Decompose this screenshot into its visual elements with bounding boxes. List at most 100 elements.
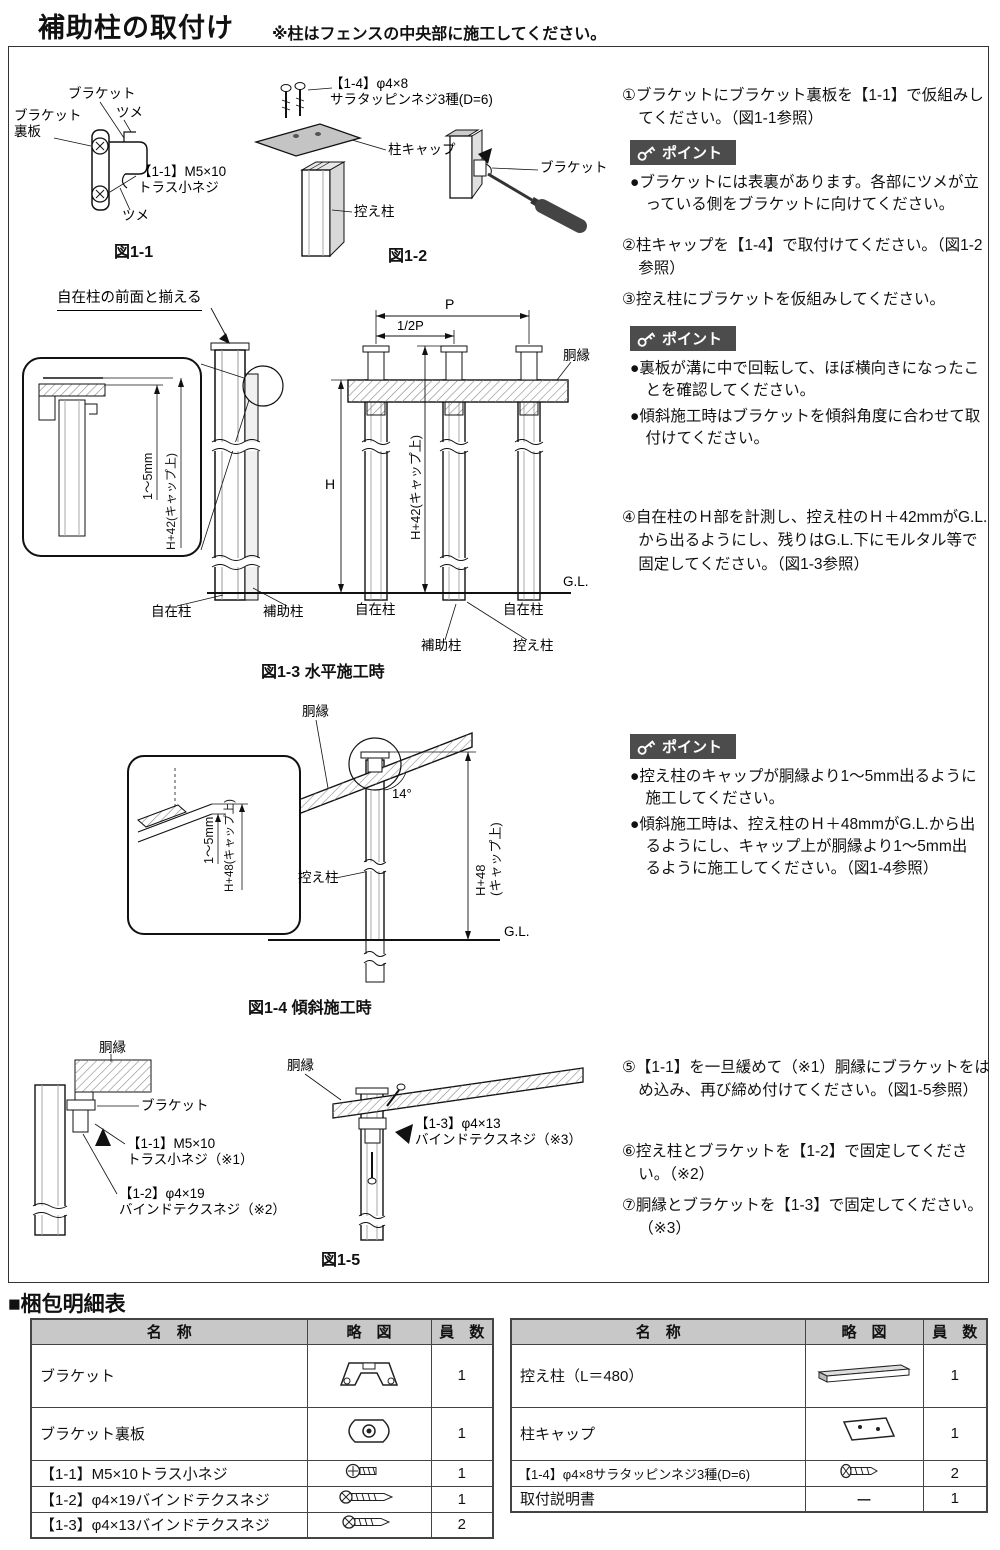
part-name: 取付説明書: [510, 1485, 806, 1513]
fig1-4-dim-h48-detail: H+48(キャップ上): [224, 799, 236, 892]
fig1-3-label-jizai-3: 自在柱: [503, 602, 544, 617]
table-row: 柱キャップ 1: [510, 1406, 988, 1461]
part-name: 柱キャップ: [510, 1406, 806, 1461]
part-qty: 1: [430, 1485, 494, 1513]
fig1-5-label-screw1: 【1-1】M5×10 トラス小ネジ（※1）: [127, 1136, 254, 1168]
packing-table-left: 名 称 略 図 員 数 ブラケット 1 ブラケット裏板 1 【1-1】M5×10…: [30, 1318, 494, 1539]
table-header-row: 名 称 略 図 員 数: [30, 1318, 494, 1345]
fig1-4-dim-h48: H+48 (キャップ上): [473, 822, 503, 896]
table-header-row: 名 称 略 図 員 数: [510, 1318, 988, 1345]
col-header-qty: 員 数: [922, 1318, 988, 1345]
point-item: ●控え柱のキャップが胴縁より1～5mm出るように施工してください。: [630, 768, 977, 807]
point-header-3: ポイント: [630, 734, 737, 759]
col-header-sketch: 略 図: [804, 1318, 924, 1345]
point-item: ●ブラケットには表裏があります。各部にツメが立っている側をブラケットに向けてくだ…: [630, 174, 979, 213]
part-qty: 1: [430, 1406, 494, 1461]
col-header-sketch: 略 図: [306, 1318, 432, 1345]
table-row: 【1-2】φ4×19バインドテクスネジ 1: [30, 1485, 494, 1513]
post-cap-sketch-icon: [804, 1406, 924, 1461]
point-item: ●傾斜施工時はブラケットを傾斜角度に合わせて取付けてください。: [630, 408, 981, 447]
stay-post-sketch-icon: [804, 1343, 924, 1408]
fig1-3-label-align-note: 自在柱の前面と揃える: [57, 290, 202, 311]
fig1-4-dim-gap: 1～5mm: [202, 816, 216, 864]
col-header-qty: 員 数: [430, 1318, 494, 1345]
key-icon: [637, 739, 656, 755]
col-header-name: 名 称: [510, 1318, 806, 1345]
tapping-screw-sketch-icon: [804, 1459, 924, 1487]
fig1-3-dim-h42-center: H+42(キャップ上): [408, 434, 423, 540]
fig1-5-label-screw2: 【1-2】φ4×19 バインドテクスネジ（※2）: [119, 1186, 286, 1218]
key-icon: [637, 145, 656, 161]
manual-sketch-dash: ー: [804, 1485, 924, 1513]
part-name: 【1-1】M5×10トラス小ネジ: [30, 1459, 308, 1487]
fig1-3-caption: 図1-3 水平施工時: [261, 664, 385, 681]
figure-1-3: 自在柱の前面と揃える P 1/2P 胴縁 H G.L. 1～5mm H+42(キ…: [15, 288, 615, 688]
part-name: 【1-3】φ4×13バインドテクスネジ: [30, 1511, 308, 1539]
table-row: ブラケット 1: [30, 1343, 494, 1408]
part-name: 【1-2】φ4×19バインドテクスネジ: [30, 1485, 308, 1513]
fig1-3-label-hojo-1: 補助柱: [263, 604, 304, 619]
fig1-5-drawing: [32, 1054, 584, 1241]
fig1-4-label-gl: G.L.: [504, 924, 530, 939]
key-icon: [637, 331, 656, 347]
table-row: 控え柱（L＝480） 1: [510, 1343, 988, 1408]
fig1-3-label-rail: 胴縁: [563, 348, 590, 363]
figure-1-2: 【1-4】φ4×8 サラタッピンネジ3種(D=6) 柱キャップ 控え柱 ブラケッ…: [242, 76, 622, 271]
part-qty: 2: [430, 1511, 494, 1539]
fig1-5-label-screw3: 【1-3】φ4×13 バインドテクスネジ（※3）: [415, 1116, 582, 1148]
col-header-name: 名 称: [30, 1318, 308, 1345]
bind-tex-screw-sketch-icon: [306, 1511, 432, 1539]
fig1-1-label-back-plate: ブラケット 裏板: [14, 108, 82, 140]
fig1-3-dim-h42-detail: H+42(キャップ上): [164, 452, 178, 550]
packing-table-right: 名 称 略 図 員 数 控え柱（L＝480） 1 柱キャップ 1 【1-4】φ4…: [510, 1318, 988, 1513]
fig1-3-dim-half-p: 1/2P: [397, 318, 424, 333]
part-name: ブラケット裏板: [30, 1406, 308, 1461]
point-header-2: ポイント: [630, 326, 737, 351]
part-name: 【1-4】φ4×8サラタッピンネジ3種(D=6): [510, 1459, 806, 1487]
fig1-3-label-jizai-1: 自在柱: [151, 604, 192, 619]
fig1-3-label-gl: G.L.: [563, 574, 589, 589]
step-5: ⑤【1-1】を一旦緩めて（※1）胴縁にブラケットをはめ込み、再び締め付けてくださ…: [622, 1059, 990, 1100]
fig1-3-dim-h: H: [325, 476, 336, 492]
fig1-3-label-hojo-2: 補助柱: [421, 638, 462, 653]
page-title: 補助柱の取付け: [38, 13, 234, 43]
figure-1-1: ブラケット ツメ ブラケット 裏板 【1-1】M5×10 トラス小ネジ ツメ 図…: [12, 80, 242, 270]
table-row: 取付説明書 ー 1: [510, 1485, 988, 1513]
step-4: ④自在柱のＨ部を計測し、控え柱のＨ＋42mmがG.L.から出るようにし、残りはG…: [622, 509, 988, 573]
fig1-1-caption: 図1-1: [114, 244, 154, 261]
fig1-3-label-jizai-2: 自在柱: [355, 602, 396, 617]
fig1-4-label-post: 控え柱: [298, 870, 339, 885]
table-row: 【1-4】φ4×8サラタッピンネジ3種(D=6) 2: [510, 1459, 988, 1487]
point-list-1: ●ブラケットには表裏があります。各部にツメが立っている側をブラケットに向けてくだ…: [630, 172, 984, 220]
part-name: 控え柱（L＝480）: [510, 1343, 806, 1408]
back-plate-sketch-icon: [306, 1406, 432, 1461]
truss-screw-sketch-icon: [306, 1459, 432, 1487]
part-qty: 1: [430, 1459, 494, 1487]
fig1-5-label-rail-right: 胴縁: [287, 1058, 314, 1073]
bind-tex-screw-sketch-icon: [306, 1485, 432, 1513]
point-list-2: ●裏板が溝に中で回転して、ほぼ横向きになったことを確認してください。 ●傾斜施工…: [630, 358, 984, 454]
part-qty: 1: [922, 1343, 988, 1408]
step-7: ⑦胴縁とブラケットを【1-3】で固定してください。（※3）: [622, 1197, 983, 1238]
fig1-5-label-bracket: ブラケット: [141, 1098, 209, 1113]
fig1-3-label-hikae: 控え柱: [513, 638, 554, 653]
fig1-4-caption: 図1-4 傾斜施工時: [248, 1000, 372, 1017]
step-6: ⑥控え柱とブラケットを【1-2】で固定してください。（※2）: [622, 1143, 968, 1184]
fig1-3-drawing: [22, 307, 572, 641]
fig1-3-dim-p: P: [445, 296, 455, 312]
point-label: ポイント: [662, 331, 723, 348]
point-item: ●裏板が溝に中で回転して、ほぼ横向きになったことを確認してください。: [630, 360, 980, 399]
fig1-2-label-screw: 【1-4】φ4×8 サラタッピンネジ3種(D=6): [330, 76, 493, 108]
table-row: 【1-1】M5×10トラス小ネジ 1: [30, 1459, 494, 1487]
step-3: ③控え柱にブラケットを仮組みしてください。: [622, 291, 945, 308]
fig1-4-drawing: [127, 719, 500, 983]
part-qty: 1: [922, 1485, 988, 1513]
main-frame: [8, 46, 989, 1283]
fig1-1-drawing: [53, 101, 148, 211]
point-list-3: ●控え柱のキャップが胴縁より1～5mm出るように施工してください。 ●傾斜施工時…: [630, 766, 982, 884]
part-qty: 1: [922, 1406, 988, 1461]
fig1-1-label-bracket: ブラケット: [68, 86, 136, 101]
fig1-1-label-tab-top: ツメ: [116, 105, 143, 120]
fig1-2-label-post: 控え柱: [354, 204, 395, 219]
table-row: 【1-3】φ4×13バインドテクスネジ 2: [30, 1511, 494, 1539]
